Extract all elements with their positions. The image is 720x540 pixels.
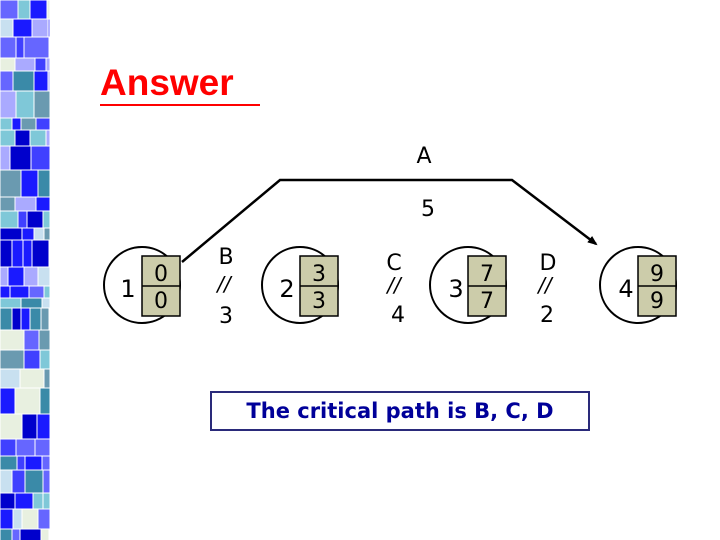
activity-label-a: A bbox=[416, 144, 431, 169]
node-1-top: 0 bbox=[154, 262, 168, 287]
activity-label-c: C bbox=[386, 251, 401, 276]
activity-duration-a: 5 bbox=[421, 197, 435, 222]
activity-label-b: B bbox=[218, 245, 233, 270]
critical-path-box: The critical path is B, C, D bbox=[210, 391, 590, 431]
critical-mark-d: // bbox=[536, 273, 554, 297]
critical-mark-c: // bbox=[385, 273, 403, 297]
critical-mark-b: // bbox=[215, 272, 233, 296]
node-3: 3 7 7 bbox=[429, 246, 507, 324]
node-4: 4 9 9 bbox=[599, 246, 677, 324]
node-4-label: 4 bbox=[618, 275, 633, 303]
node-1: 1 0 0 bbox=[103, 246, 181, 324]
node-3-top: 7 bbox=[480, 262, 494, 287]
activity-label-d: D bbox=[540, 251, 557, 276]
node-4-top: 9 bbox=[650, 262, 664, 287]
strip-tile bbox=[48, 528, 50, 540]
activity-duration-c: 4 bbox=[391, 303, 405, 328]
activity-d: D // 2 bbox=[536, 251, 556, 328]
node-2-bottom: 3 bbox=[312, 289, 326, 314]
slide-title: Answer bbox=[100, 62, 234, 103]
node-2-label: 2 bbox=[279, 275, 294, 303]
activity-duration-b: 3 bbox=[219, 304, 233, 329]
activity-c: C // 4 bbox=[385, 251, 405, 328]
node-2-top: 3 bbox=[312, 262, 326, 287]
node-1-bottom: 0 bbox=[154, 289, 168, 314]
activity-arrow-a bbox=[181, 178, 598, 263]
activity-b: B // 3 bbox=[215, 245, 233, 329]
node-1-label: 1 bbox=[120, 275, 135, 303]
activity-duration-d: 2 bbox=[540, 303, 554, 328]
decorative-side-strip bbox=[0, 0, 50, 540]
node-3-label: 3 bbox=[448, 275, 463, 303]
node-2: 2 3 3 bbox=[261, 246, 339, 324]
node-3-bottom: 7 bbox=[480, 289, 494, 314]
node-4-bottom: 9 bbox=[650, 289, 664, 314]
title-underline bbox=[100, 104, 260, 106]
